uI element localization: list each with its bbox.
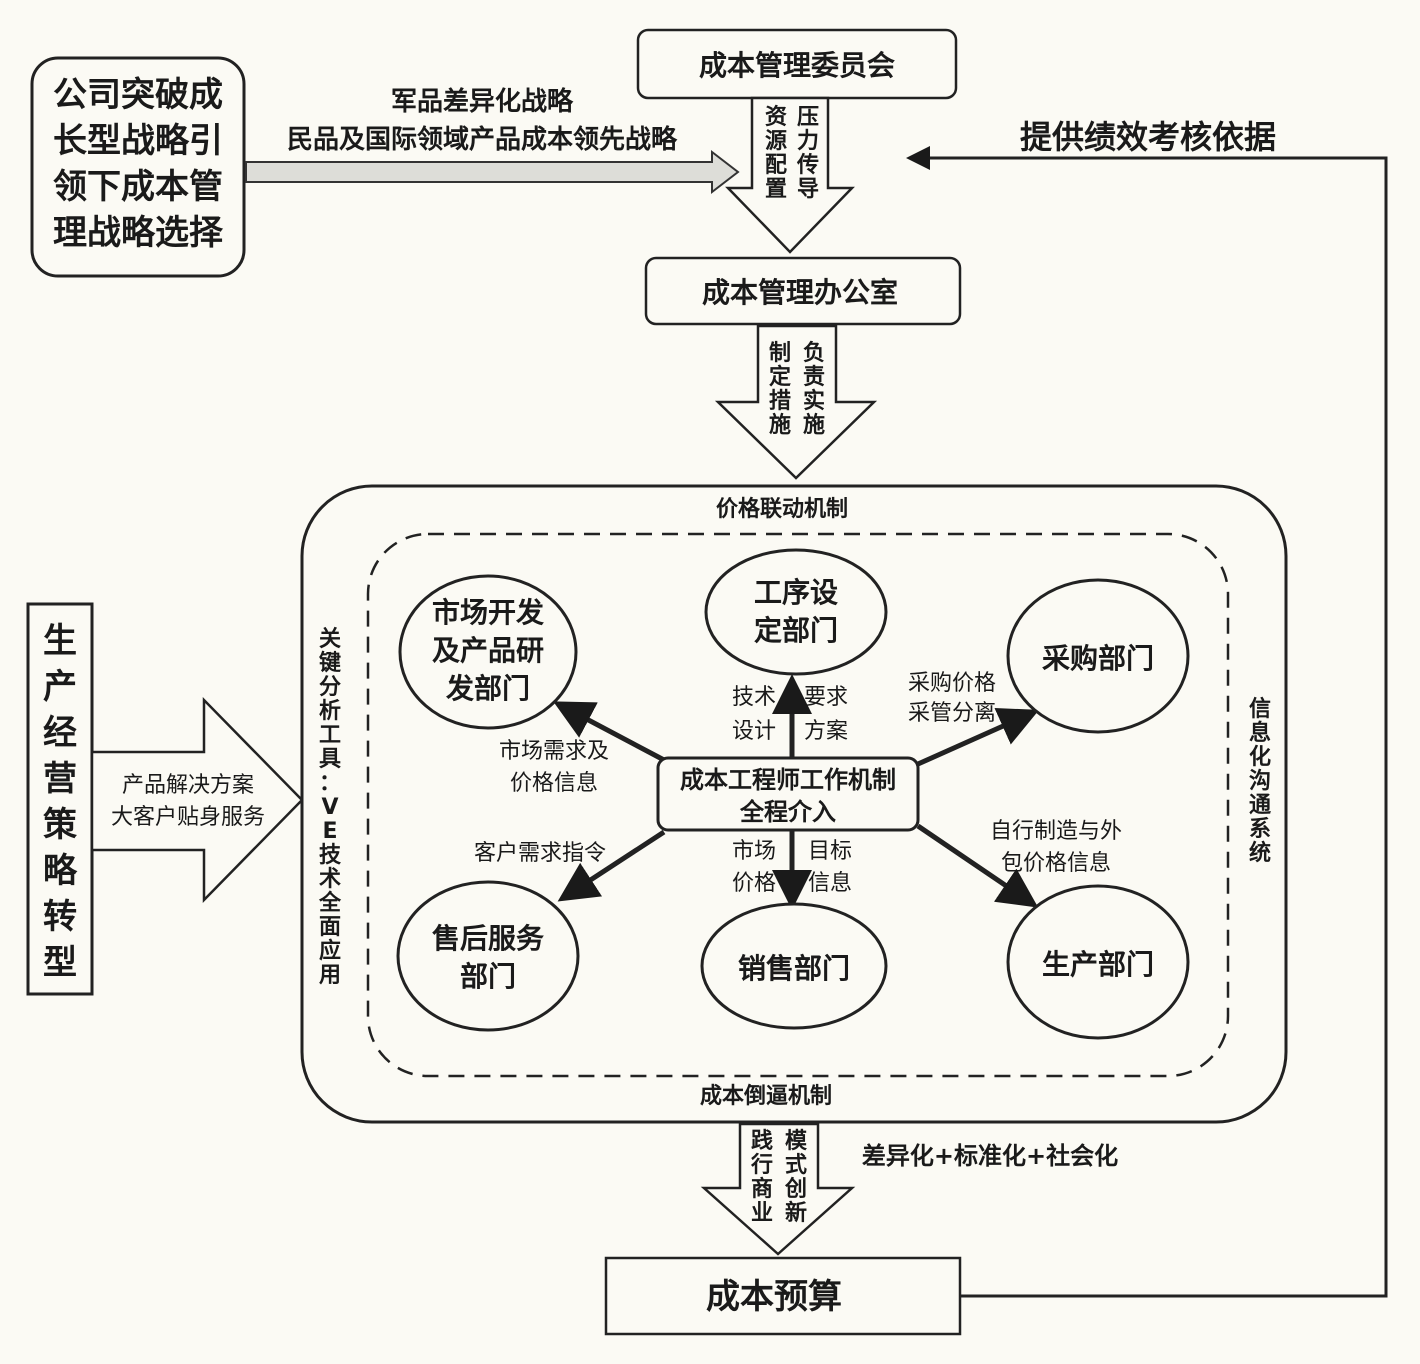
center-line-2: 全程介入 xyxy=(739,798,836,826)
flow-process-b-line-1: 要求 xyxy=(804,685,848,710)
office-down-arrow xyxy=(714,324,878,480)
flow-production-line-2: 包价格信息 xyxy=(1001,851,1111,876)
bottom-arrow-col2: 模式创新 xyxy=(784,1129,808,1226)
dept-process-line-2: 定部门 xyxy=(754,614,838,647)
center-box xyxy=(656,756,920,832)
dept-market-rd xyxy=(398,574,578,730)
strategy-arrow-line-1: 军品差异化战略 xyxy=(391,86,574,117)
flow-sales-a-line-1: 市场 xyxy=(732,839,776,864)
transformation-arrow xyxy=(90,696,304,904)
dept-production xyxy=(1006,884,1190,1040)
dept-sales-line-1: 销售部门 xyxy=(738,952,850,985)
formula-label: 差异化+标准化+社会化 xyxy=(862,1142,1118,1170)
dept-sales xyxy=(700,902,888,1030)
office-arrow-col1: 制定措施 xyxy=(769,341,791,438)
committee-arrow-col1: 资源配置 xyxy=(765,105,787,202)
flow-purchase-line-2: 采管分离 xyxy=(908,701,996,726)
dept-aftersales-line-1: 售后服务 xyxy=(432,922,544,955)
dept-process xyxy=(704,548,888,676)
strategy-line-2: 长型战略引 xyxy=(53,121,223,161)
committee-label: 成本管理委员会 xyxy=(699,49,895,82)
transformation-arrow-line-2: 大客户贴身服务 xyxy=(111,805,265,830)
flow-production-line-1: 自行制造与外 xyxy=(990,819,1122,844)
center-line-1: 成本工程师工作机制 xyxy=(680,766,896,794)
arrow-to-market-rd xyxy=(553,701,666,763)
flow-process-a-line-2: 设计 xyxy=(732,719,776,744)
committee-down-arrow xyxy=(725,96,855,254)
committee-arrow-col2: 压力传导 xyxy=(796,105,819,202)
budget-label: 成本预算 xyxy=(706,1277,842,1317)
arrow-to-production xyxy=(916,823,1039,908)
dept-market-rd-line-3: 发部门 xyxy=(445,672,530,705)
dept-market-rd-line-2: 及产品研 xyxy=(432,634,544,667)
outer-right-label: 信息化沟通系统 xyxy=(1249,696,1271,866)
flow-purchase-line-1: 采购价格 xyxy=(908,671,996,696)
flow-process-a-line-1: 技术 xyxy=(732,685,776,710)
dept-aftersales-line-2: 部门 xyxy=(460,960,516,993)
feedback-label: 提供绩效考核依据 xyxy=(1020,118,1276,156)
dept-market-rd-line-1: 市场开发 xyxy=(432,596,544,629)
dept-production-line-1: 生产部门 xyxy=(1042,948,1154,981)
office-label: 成本管理办公室 xyxy=(702,276,898,309)
outer-bottom-label: 成本倒逼机制 xyxy=(700,1084,832,1109)
inner-dashed-frame xyxy=(366,532,1230,1078)
transformation-label: 生产经营策略转型 xyxy=(43,621,78,983)
flow-market-rd-line-2: 价格信息 xyxy=(510,771,598,796)
flow-process-b-line-2: 方案 xyxy=(804,719,848,744)
dept-process-line-1: 工序设 xyxy=(754,576,838,609)
feedback-line xyxy=(906,146,1388,1298)
arrow-to-aftersales xyxy=(557,829,666,902)
office-box xyxy=(644,256,962,326)
flow-aftersales-line-1: 客户需求指令 xyxy=(474,841,606,866)
strategy-line-4: 理战略选择 xyxy=(53,213,224,253)
flow-sales-b-line-1: 目标 xyxy=(808,839,852,864)
dept-purchase xyxy=(1006,578,1190,734)
office-arrow-col2: 负责实施 xyxy=(803,341,825,438)
strategy-arrow xyxy=(245,149,740,195)
budget-box xyxy=(604,1256,962,1336)
arrow-to-purchase xyxy=(916,707,1040,767)
transformation-arrow-line-1: 产品解决方案 xyxy=(122,773,254,798)
flow-sales-a-line-2: 价格 xyxy=(732,871,776,896)
strategy-line-3: 领下成本管 xyxy=(53,167,223,207)
bottom-arrow-col1: 践行商业 xyxy=(750,1129,773,1226)
outer-top-label: 价格联动机制 xyxy=(716,496,848,522)
dept-purchase-line-1: 采购部门 xyxy=(1042,642,1154,675)
dept-aftersales xyxy=(396,880,580,1032)
strategy-line-1: 公司突破成 xyxy=(53,75,223,115)
strategy-box xyxy=(30,56,246,278)
bottom-down-arrow xyxy=(700,1122,856,1256)
flow-sales-b-line-2: 信息 xyxy=(808,871,852,896)
strategy-arrow-line-2: 民品及国际领域产品成本领先战略 xyxy=(287,124,678,155)
flow-market-rd-line-1: 市场需求及 xyxy=(499,739,609,764)
